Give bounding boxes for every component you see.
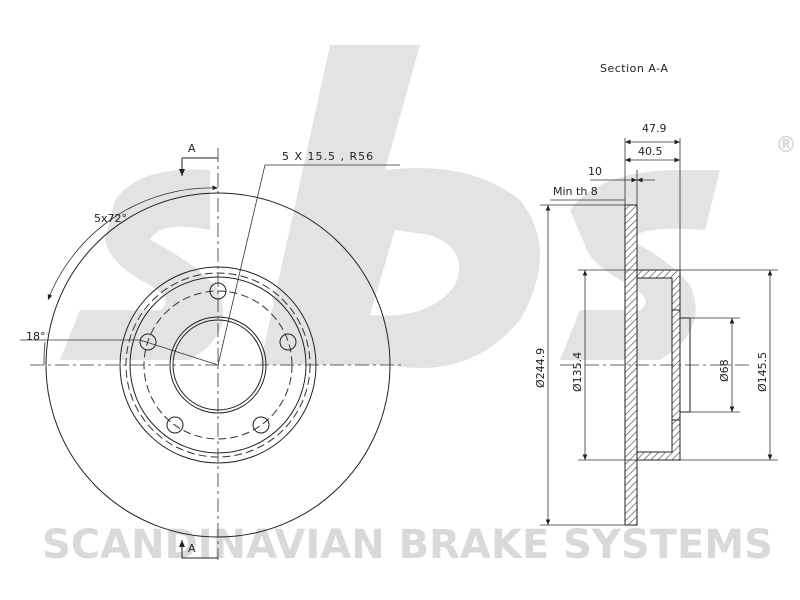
section-title: Section A-A — [600, 62, 668, 75]
dim-outer-diameter: Ø244.9 — [534, 348, 547, 388]
offset-angle-label: 18° — [26, 330, 46, 343]
bolt-hole — [166, 416, 184, 434]
bolt-hole — [139, 333, 157, 351]
pitch-angle-label: 5x72° — [94, 212, 127, 225]
sbs-watermark-logo: ® — [60, 45, 797, 368]
disc-front-view — [20, 148, 405, 560]
bolt-hole — [252, 416, 270, 434]
dim-bolt-circle: Ø145.5 — [756, 352, 769, 392]
dim-overall-height: 47.9 — [642, 122, 667, 135]
dim-min-thickness: Min th 8 — [553, 185, 598, 198]
dim-hat-height: 40.5 — [638, 145, 663, 158]
disc-section-view — [540, 138, 778, 526]
section-marker-bottom: A — [188, 542, 196, 555]
section-marker-top: A — [188, 142, 196, 155]
registered-mark: ® — [775, 133, 797, 158]
dim-thickness: 10 — [588, 165, 602, 178]
bolt-hole — [279, 333, 297, 351]
dim-bore-diameter: Ø68 — [718, 359, 731, 382]
dim-hat-diameter: Ø135.4 — [571, 352, 584, 392]
bolt-hole-label: 5 X 15.5 , R56 — [282, 150, 374, 163]
brand-watermark-text: SCANDINAVIAN BRAKE SYSTEMS — [42, 522, 773, 568]
